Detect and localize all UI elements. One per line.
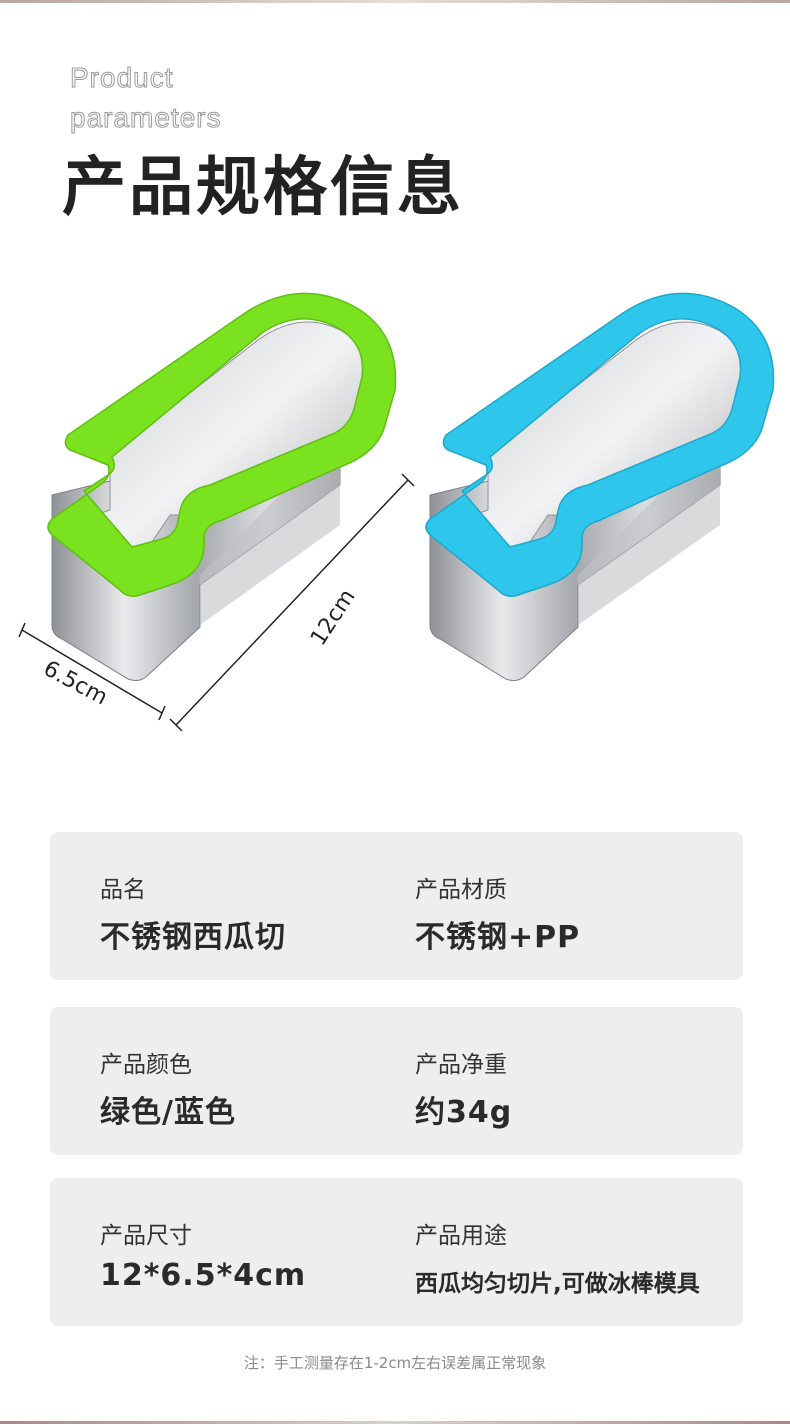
popsicle-cutters-illustration: 12cm 6.5cm [18,292,775,732]
spec-label: 产品用途 [415,1223,507,1249]
spec-row-color-weight: 产品颜色 绿色/蓝色 产品净重 约34g [50,1007,743,1155]
spec-value: 12*6.5*4cm [100,1258,307,1293]
spec-label: 产品材质 [415,877,507,903]
dimension-label-width: 6.5cm [39,656,111,710]
spec-value: 绿色/蓝色 [100,1095,236,1130]
spec-label: 产品净重 [415,1052,507,1078]
spec-value: 不锈钢+PP [415,920,581,955]
spec-size: 产品尺寸 12*6.5*4cm [100,1178,400,1326]
blue-cutter [425,292,775,682]
dimension-6.5cm [18,622,166,721]
spec-value: 西瓜均匀切片,可做冰棒模具 [415,1271,700,1297]
spec-weight: 产品净重 约34g [415,1007,735,1155]
spec-row-name-material: 品名 不锈钢西瓜切 产品材质 不锈钢+PP [50,832,743,980]
english-title-line-2: parameters [70,102,222,134]
spec-label: 产品颜色 [100,1052,192,1078]
spec-name: 品名 不锈钢西瓜切 [100,832,400,980]
top-border [0,0,790,3]
page-title: 产品规格信息 [62,151,464,225]
green-cutter [47,292,397,682]
spec-material: 产品材质 不锈钢+PP [415,832,735,980]
measurement-note: 注：手工测量存在1-2cm左右误差属正常现象 [243,1354,547,1372]
spec-usage: 产品用途 西瓜均匀切片,可做冰棒模具 [415,1178,735,1326]
spec-label: 产品尺寸 [100,1223,192,1249]
spec-label: 品名 [100,877,146,903]
english-title: Product parameters [70,58,330,138]
english-title-line-1: Product [70,62,174,94]
bottom-border [0,1421,790,1424]
spec-value: 约34g [415,1095,513,1130]
product-image: 12cm 6.5cm [0,285,790,745]
dimension-12cm [169,473,415,732]
spec-value: 不锈钢西瓜切 [100,920,286,955]
dimension-label-length: 12cm [306,585,360,650]
spec-row-size-usage: 产品尺寸 12*6.5*4cm 产品用途 西瓜均匀切片,可做冰棒模具 [50,1178,743,1326]
spec-color: 产品颜色 绿色/蓝色 [100,1007,400,1155]
